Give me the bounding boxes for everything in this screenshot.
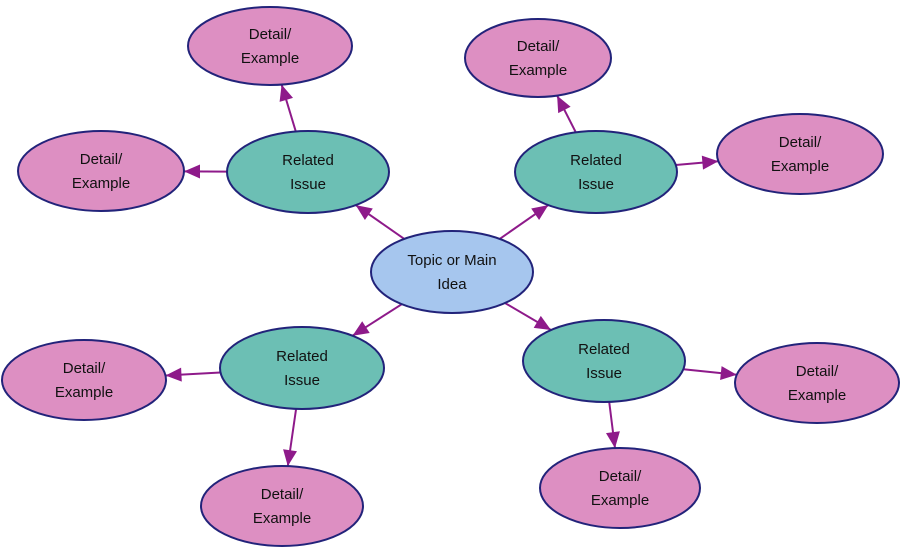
- detail-example-node-label: Detail/: [63, 360, 106, 377]
- node-layer: Topic or MainIdeaRelatedIssueRelatedIssu…: [2, 7, 899, 546]
- detail-example-node: Detail/Example: [540, 448, 700, 528]
- connector-center-to-issue: [500, 205, 549, 239]
- connector-issue-to-detail: [166, 368, 221, 382]
- arrowhead-icon: [702, 156, 719, 170]
- related-issue-node-label: Issue: [578, 176, 614, 193]
- arrowhead-icon: [531, 205, 548, 220]
- detail-example-node-label: Detail/: [779, 134, 822, 151]
- detail-example-node-label: Example: [72, 175, 130, 192]
- arrowhead-icon: [280, 85, 293, 102]
- detail-example-node-label: Detail/: [80, 151, 123, 168]
- connector-center-to-issue: [505, 303, 551, 330]
- related-issue-node-shape: [227, 131, 389, 213]
- main-topic-node-shape: [371, 231, 533, 313]
- detail-example-node-shape: [188, 7, 352, 85]
- detail-example-node-label: Example: [591, 492, 649, 509]
- related-issue-node-shape: [523, 320, 685, 402]
- related-issue-node-label: Related: [578, 341, 630, 358]
- detail-example-node-shape: [465, 19, 611, 97]
- arrowhead-icon: [166, 368, 182, 382]
- detail-example-node-label: Detail/: [599, 468, 642, 485]
- connector-center-to-issue: [353, 304, 402, 336]
- detail-example-node-label: Example: [241, 50, 299, 67]
- detail-example-node-label: Example: [509, 62, 567, 79]
- related-issue-node-label: Related: [276, 348, 328, 365]
- related-issue-node-shape: [220, 327, 384, 409]
- detail-example-node-shape: [735, 343, 899, 423]
- connector-issue-to-detail: [283, 409, 297, 466]
- arrowhead-icon: [283, 449, 297, 466]
- arrowhead-icon: [534, 316, 551, 330]
- arrowhead-icon: [353, 321, 370, 336]
- detail-example-node-label: Example: [253, 510, 311, 527]
- connector-issue-to-detail: [184, 165, 227, 179]
- detail-example-node: Detail/Example: [735, 343, 899, 423]
- connector-issue-to-detail: [280, 85, 296, 132]
- connector-issue-to-detail: [557, 96, 576, 133]
- detail-example-node-label: Example: [788, 387, 846, 404]
- detail-example-node: Detail/Example: [2, 340, 166, 420]
- arrowhead-icon: [356, 205, 373, 220]
- connector-issue-to-detail: [676, 156, 719, 170]
- related-issue-node-label: Issue: [586, 365, 622, 382]
- related-issue-node-label: Issue: [284, 372, 320, 389]
- detail-example-node-shape: [2, 340, 166, 420]
- related-issue-node-label: Issue: [290, 176, 326, 193]
- arrowhead-icon: [606, 431, 620, 448]
- connector-center-to-issue: [356, 205, 405, 239]
- connector-issue-to-detail: [683, 366, 736, 380]
- detail-example-node: Detail/Example: [201, 466, 363, 546]
- detail-example-node-shape: [540, 448, 700, 528]
- detail-example-node-label: Detail/: [261, 486, 304, 503]
- detail-example-node: Detail/Example: [18, 131, 184, 211]
- detail-example-node: Detail/Example: [465, 19, 611, 97]
- detail-example-node-shape: [18, 131, 184, 211]
- detail-example-node-label: Detail/: [249, 26, 292, 43]
- detail-example-node: Detail/Example: [188, 7, 352, 85]
- main-topic-node-label: Topic or Main: [407, 252, 496, 269]
- arrowhead-icon: [720, 366, 737, 380]
- related-issue-node-label: Related: [570, 152, 622, 169]
- related-issue-node-shape: [515, 131, 677, 213]
- connector-issue-to-detail: [606, 402, 620, 448]
- detail-example-node: Detail/Example: [717, 114, 883, 194]
- detail-example-node-label: Example: [55, 384, 113, 401]
- main-topic-node-label: Idea: [437, 276, 467, 293]
- detail-example-node-shape: [201, 466, 363, 546]
- detail-example-node-shape: [717, 114, 883, 194]
- arrowhead-icon: [184, 165, 200, 179]
- detail-example-node-label: Example: [771, 158, 829, 175]
- related-issue-node-label: Related: [282, 152, 334, 169]
- detail-example-node-label: Detail/: [796, 363, 839, 380]
- detail-example-node-label: Detail/: [517, 38, 560, 55]
